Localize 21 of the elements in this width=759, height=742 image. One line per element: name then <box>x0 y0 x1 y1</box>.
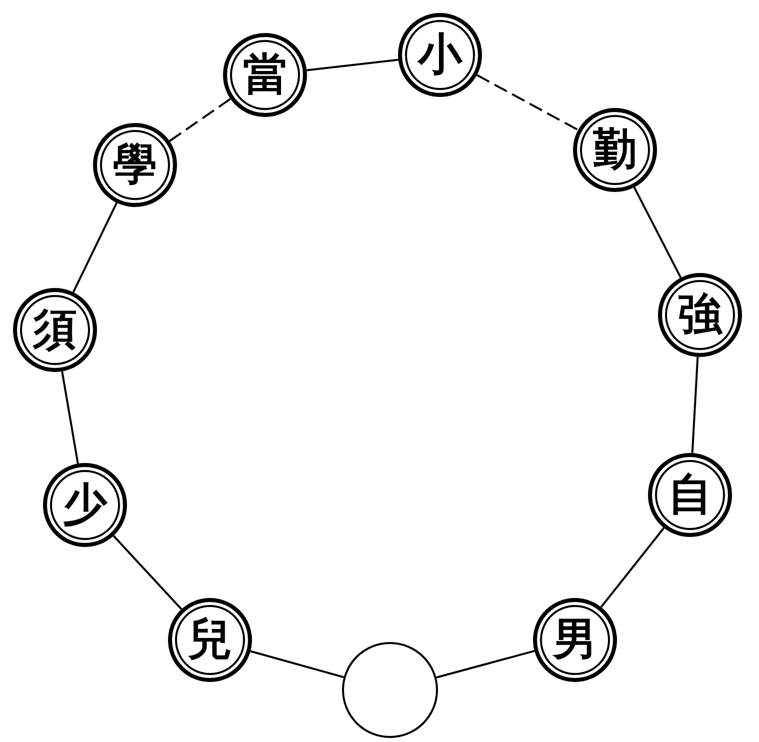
character: 男 <box>553 618 597 662</box>
character: 學 <box>113 143 157 187</box>
connector-line <box>691 356 699 454</box>
character: 自 <box>668 473 712 517</box>
connector-line <box>436 650 535 678</box>
connector-line <box>633 186 682 278</box>
character: 少 <box>63 483 107 527</box>
character: 勤 <box>593 128 637 172</box>
connector-line <box>168 98 232 142</box>
connector-line <box>61 371 79 464</box>
connector-line <box>72 202 118 293</box>
character: 兒 <box>188 618 232 662</box>
connector-line <box>112 535 182 610</box>
character: 小 <box>418 33 462 77</box>
character: 須 <box>33 308 77 352</box>
character: 強 <box>678 293 722 337</box>
character: 當 <box>243 53 287 97</box>
connector-line <box>600 527 665 608</box>
connector-line <box>476 74 579 131</box>
connector-line <box>306 58 398 72</box>
connector-line <box>250 650 344 678</box>
